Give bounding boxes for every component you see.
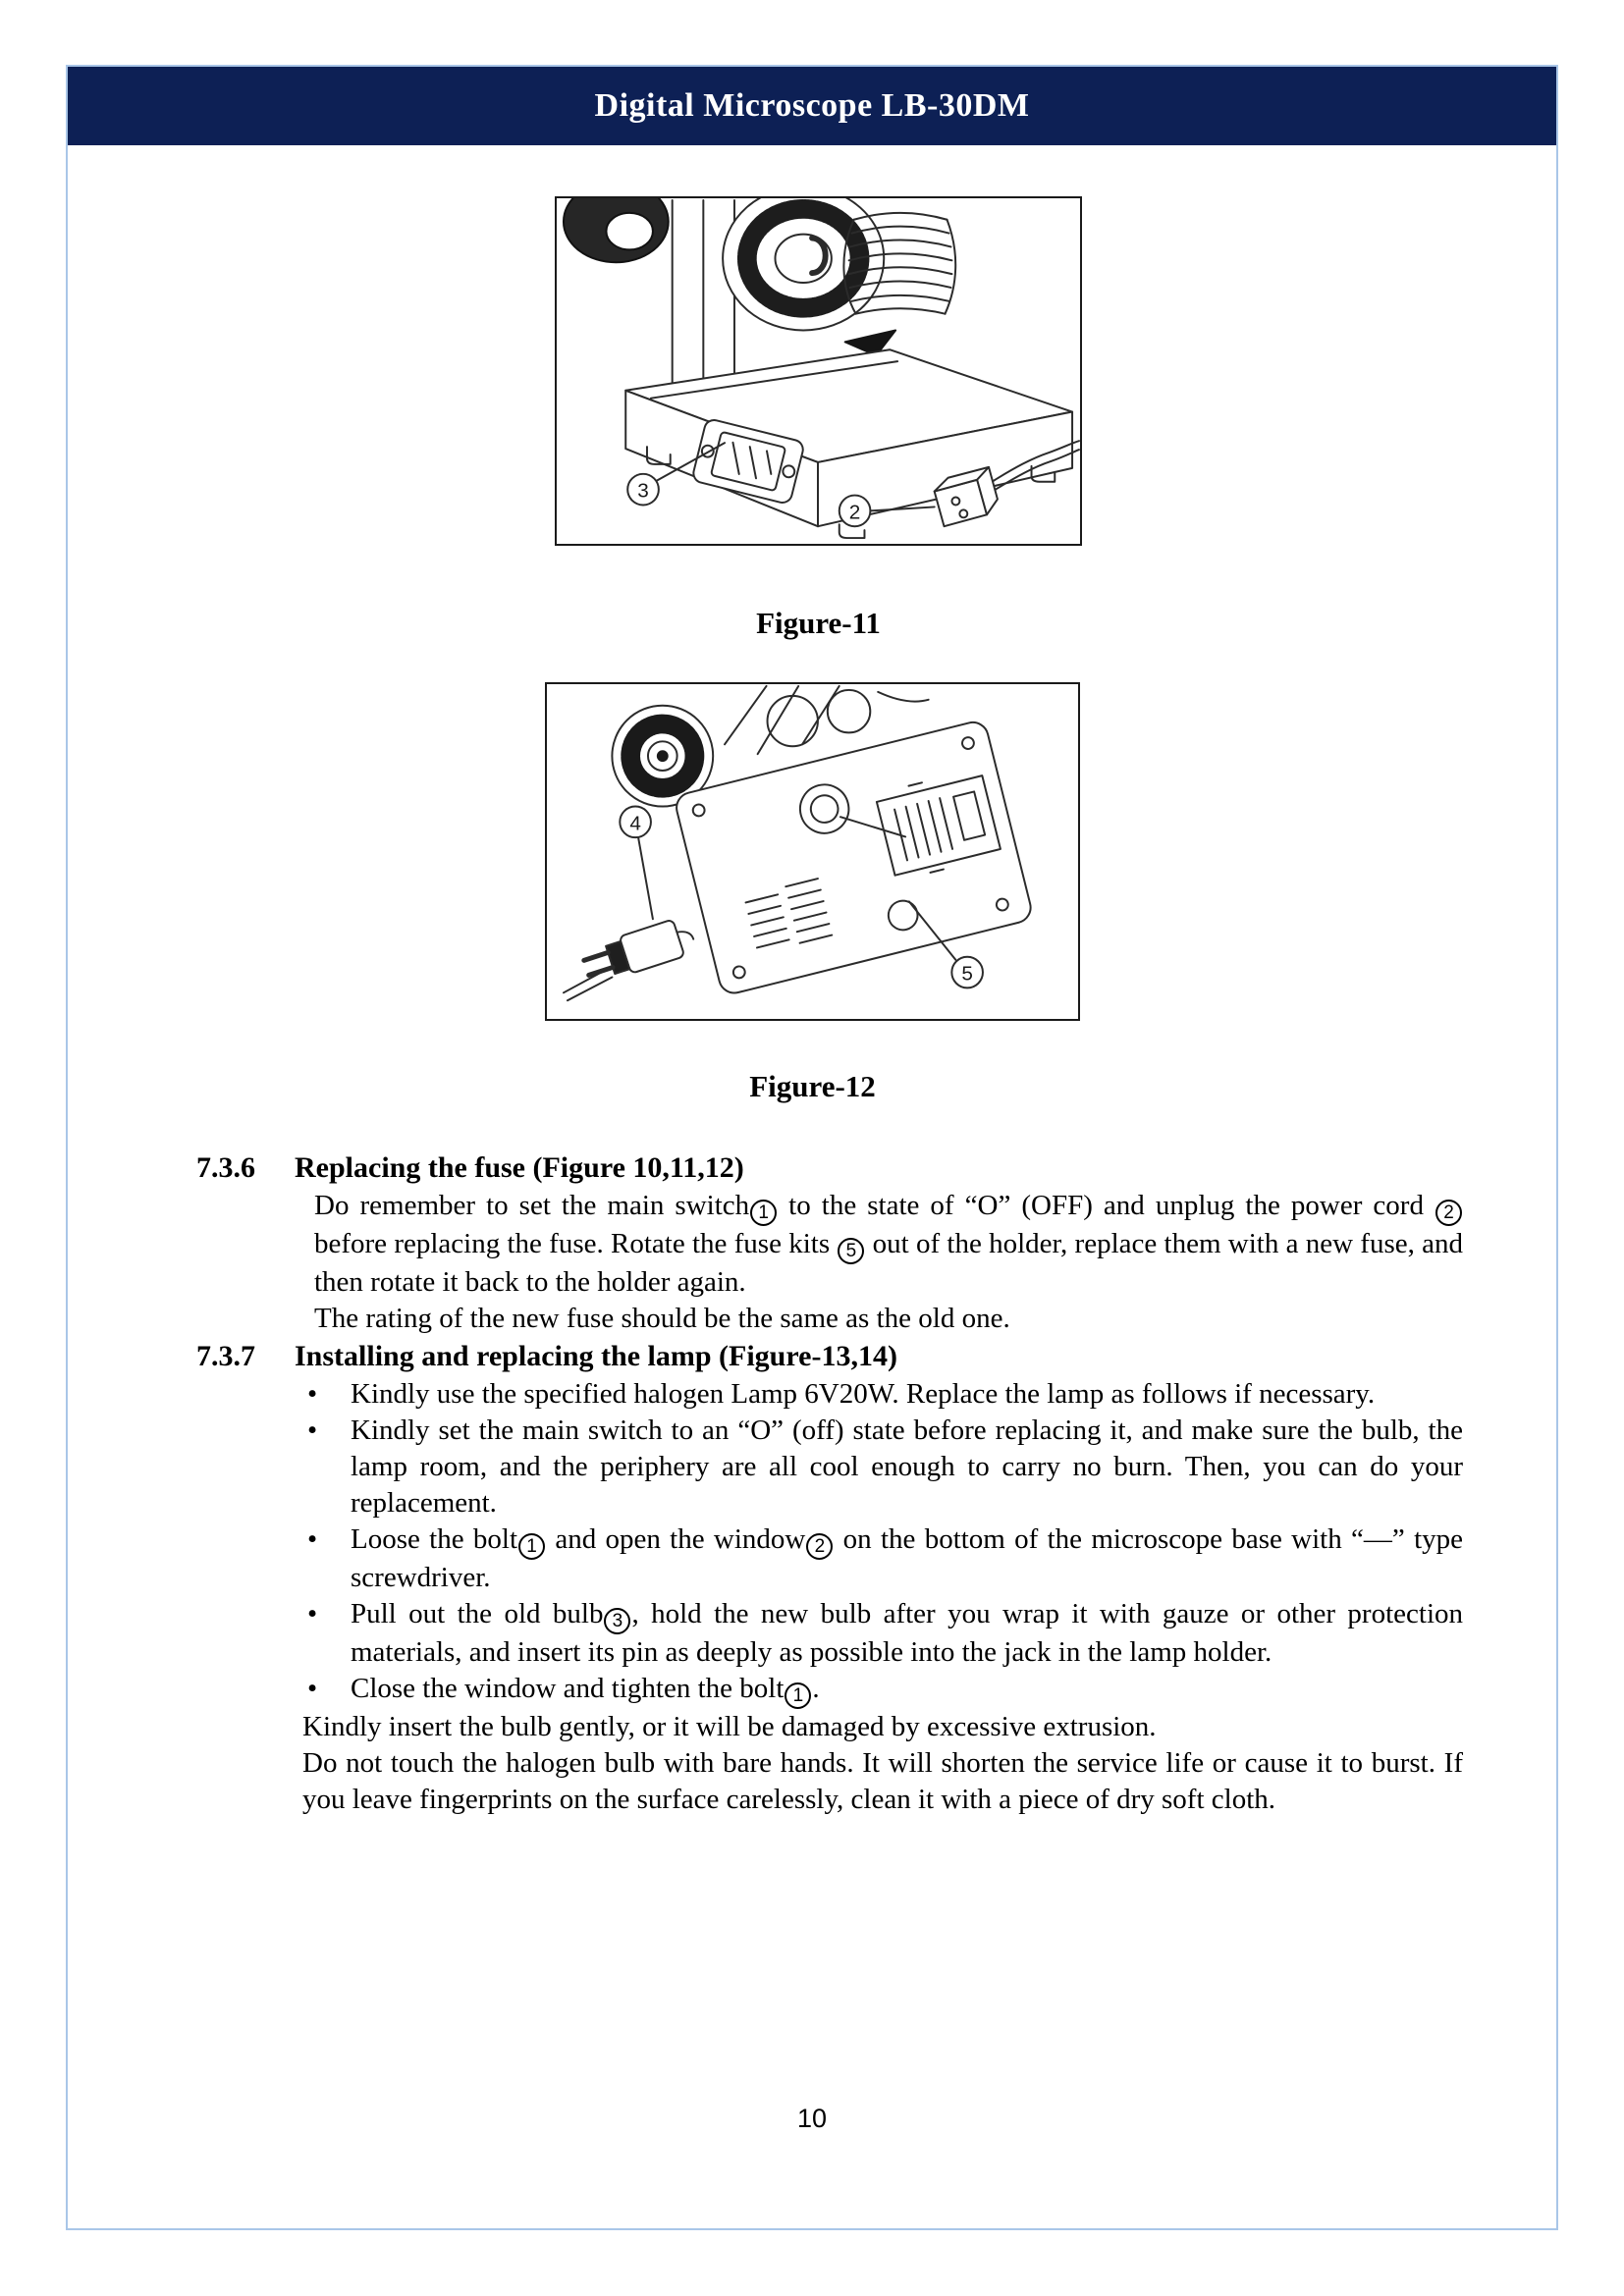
figure-label-plug: 2 xyxy=(849,501,861,523)
figure-12-drawing: 4 5 xyxy=(562,684,1032,1002)
figure-12-caption: Figure-12 xyxy=(749,1069,876,1103)
page-number: 10 xyxy=(796,2104,828,2133)
paragraph: Do not touch the halogen bulb with bare … xyxy=(302,1747,1463,1815)
paragraph: The rating of the new fuse should be the… xyxy=(314,1303,1010,1334)
figure-12: 4 5 xyxy=(545,682,1080,1021)
section-title: Installing and replacing the lamp (Figur… xyxy=(295,1340,897,1372)
figure-11: 3 2 xyxy=(555,196,1082,546)
figure-label-socket: 3 xyxy=(637,480,649,503)
section-heading-737: 7.3.7 Installing and replacing the lamp … xyxy=(196,1337,1463,1376)
base-bottom-plate xyxy=(676,721,1032,994)
document-header: Digital Microscope LB-30DM xyxy=(68,67,1556,145)
section-heading-736: 7.3.6 Replacing the fuse (Figure 10,11,1… xyxy=(196,1148,1463,1188)
list-item: Kindly set the main switch to an “O” (of… xyxy=(303,1413,1463,1522)
mains-plug xyxy=(581,920,695,978)
figure-label-plug: 4 xyxy=(629,812,641,834)
page-frame: Digital Microscope LB-30DM xyxy=(66,65,1558,2230)
body-text: 7.3.6 Replacing the fuse (Figure 10,11,1… xyxy=(196,1148,1463,1818)
power-plug xyxy=(933,440,1080,528)
section-number: 7.3.6 xyxy=(196,1151,255,1184)
document-title: Digital Microscope LB-30DM xyxy=(594,87,1030,124)
section-title: Replacing the fuse (Figure 10,11,12) xyxy=(295,1151,744,1184)
figure-11-drawing: 3 2 xyxy=(562,198,1080,540)
power-inlet-socket xyxy=(692,418,804,504)
figure-label-fuse: 5 xyxy=(961,962,973,985)
list-item: Kindly use the specified halogen Lamp 6V… xyxy=(303,1376,1463,1413)
instruction-list: Kindly use the specified halogen Lamp 6V… xyxy=(196,1376,1463,1709)
paragraph: Kindly insert the bulb gently, or it wil… xyxy=(302,1711,1157,1742)
figure-11-caption: Figure-11 xyxy=(756,606,881,640)
section-number: 7.3.7 xyxy=(196,1340,255,1372)
